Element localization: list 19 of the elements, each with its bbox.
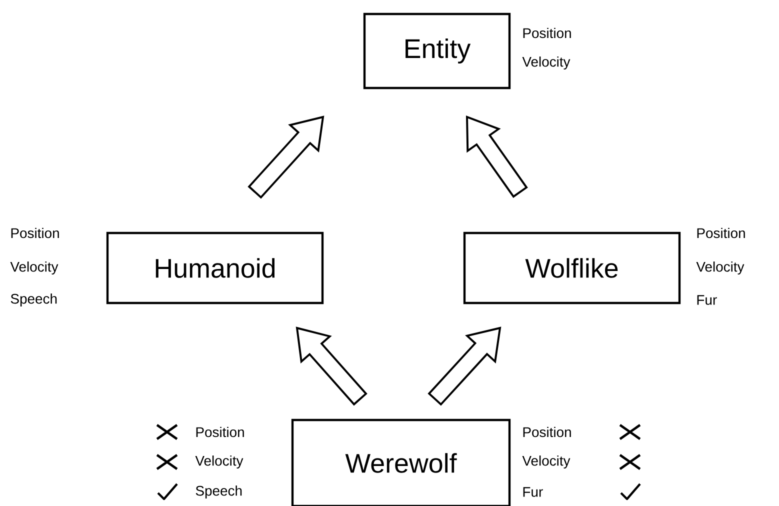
attribute-label: Speech [196, 486, 242, 498]
attribute-label: Velocity [696, 262, 744, 274]
attribute-label: Speech [10, 294, 57, 306]
class-box: Wolflike [463, 232, 681, 304]
class-box: Entity [363, 12, 511, 90]
attribute-label: Position [523, 28, 571, 38]
hollow-arrow [466, 116, 528, 198]
attribute-label: Fur [697, 295, 717, 305]
attribute-label: Velocity [10, 262, 58, 274]
attribute-label: Fur [523, 487, 543, 497]
attribute-label: Position [523, 426, 571, 438]
attribute-label: Velocity [522, 56, 570, 70]
class-box: Humanoid [106, 232, 324, 304]
attribute-label: Velocity [522, 456, 570, 468]
attribute-label: Velocity [195, 456, 244, 468]
attribute-label: Position [697, 228, 745, 238]
attribute-label: Position [196, 426, 244, 438]
class-box: Werewolf [291, 418, 511, 506]
attribute-label: Position [11, 228, 59, 238]
